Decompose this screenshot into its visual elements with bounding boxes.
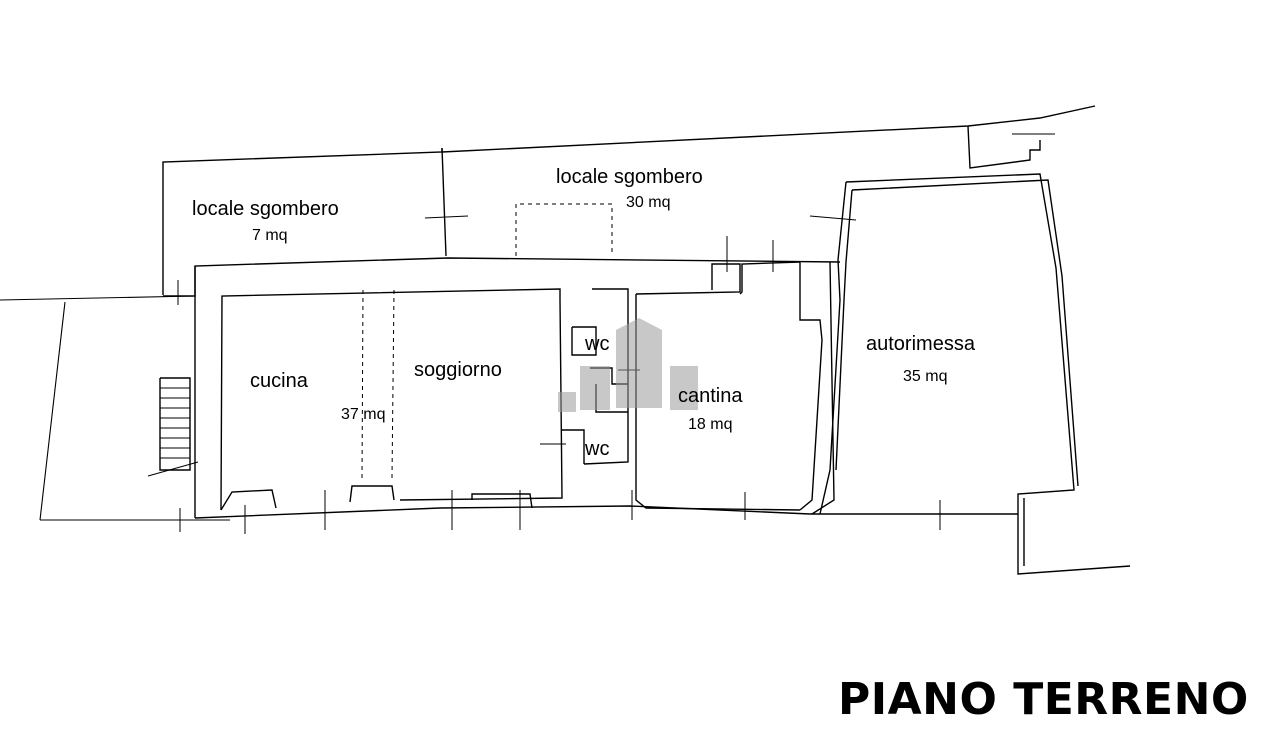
cellar-walls [635, 261, 835, 515]
stair [147, 377, 199, 477]
room-area-garage: 35 mq [903, 368, 947, 385]
room-labels: locale sgombero 7 mq locale sgombero 30 … [192, 166, 976, 460]
room-label-storage-large: locale sgombero [556, 166, 703, 188]
garage-walls [819, 173, 1131, 575]
room-area-storage-large: 30 mq [626, 194, 670, 211]
outer-walls [0, 105, 1096, 521]
watermark-logo [558, 318, 698, 412]
storage-dashed-outline [515, 203, 613, 256]
kitchen-living-walls [220, 288, 563, 511]
room-label-wc-upper: wc [584, 333, 609, 355]
room-label-garage: autorimessa [866, 333, 976, 355]
room-area-storage-small: 7 mq [252, 227, 288, 244]
room-label-cellar: cantina [678, 385, 743, 407]
room-label-wc-lower: wc [584, 438, 609, 460]
room-label-storage-small: locale sgombero [192, 198, 339, 220]
room-area-living: 37 mq [341, 406, 385, 423]
room-label-living: soggiorno [414, 359, 502, 381]
room-label-kitchen: cucina [250, 370, 309, 392]
room-area-cellar: 18 mq [688, 416, 732, 433]
floor-title: PIANO TERRENO [838, 674, 1249, 725]
dimension-ticks [177, 133, 1055, 534]
